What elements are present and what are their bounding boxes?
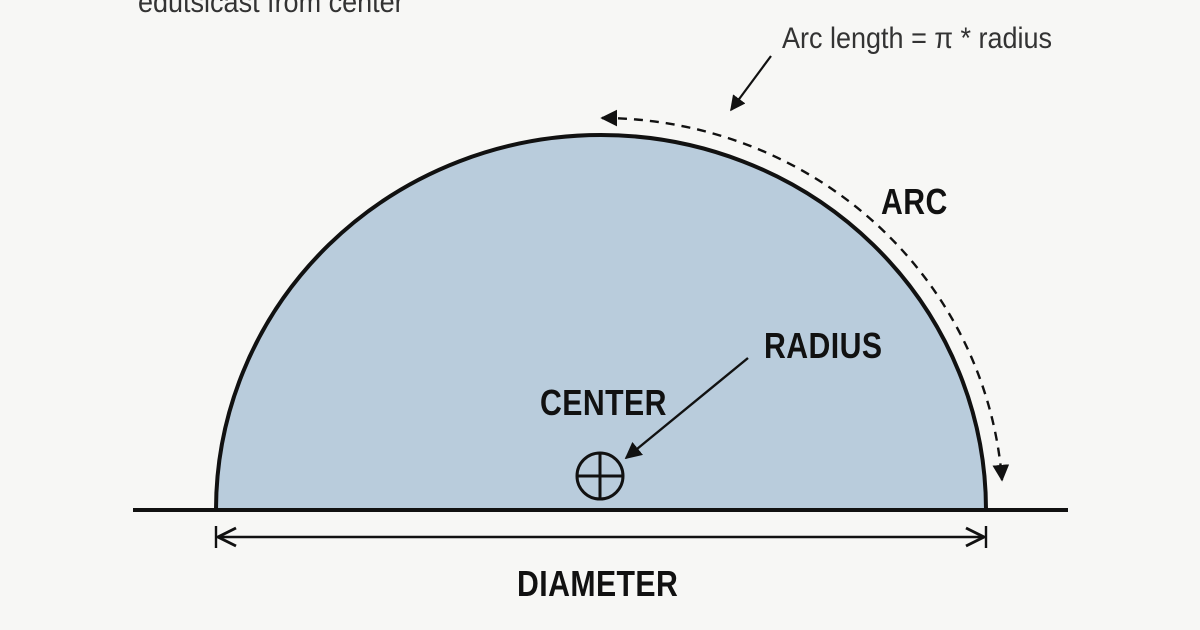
radius-label: RADIUS: [764, 325, 883, 366]
arc-dashed-arrow: [600, 109, 1010, 482]
arc-formula-pointer: [730, 55, 772, 112]
diameter-label: DIAMETER: [517, 563, 679, 604]
crosshair-circle-icon: [575, 451, 625, 501]
diameter-dimension: [214, 526, 988, 548]
center-label: CENTER: [540, 382, 667, 423]
arc-label: ARC: [881, 181, 948, 222]
top-note: edutsicast from center: [138, 0, 404, 19]
arc-length-formula: Arc length = π * radius: [782, 22, 1053, 55]
radius-pointer: [624, 357, 749, 460]
